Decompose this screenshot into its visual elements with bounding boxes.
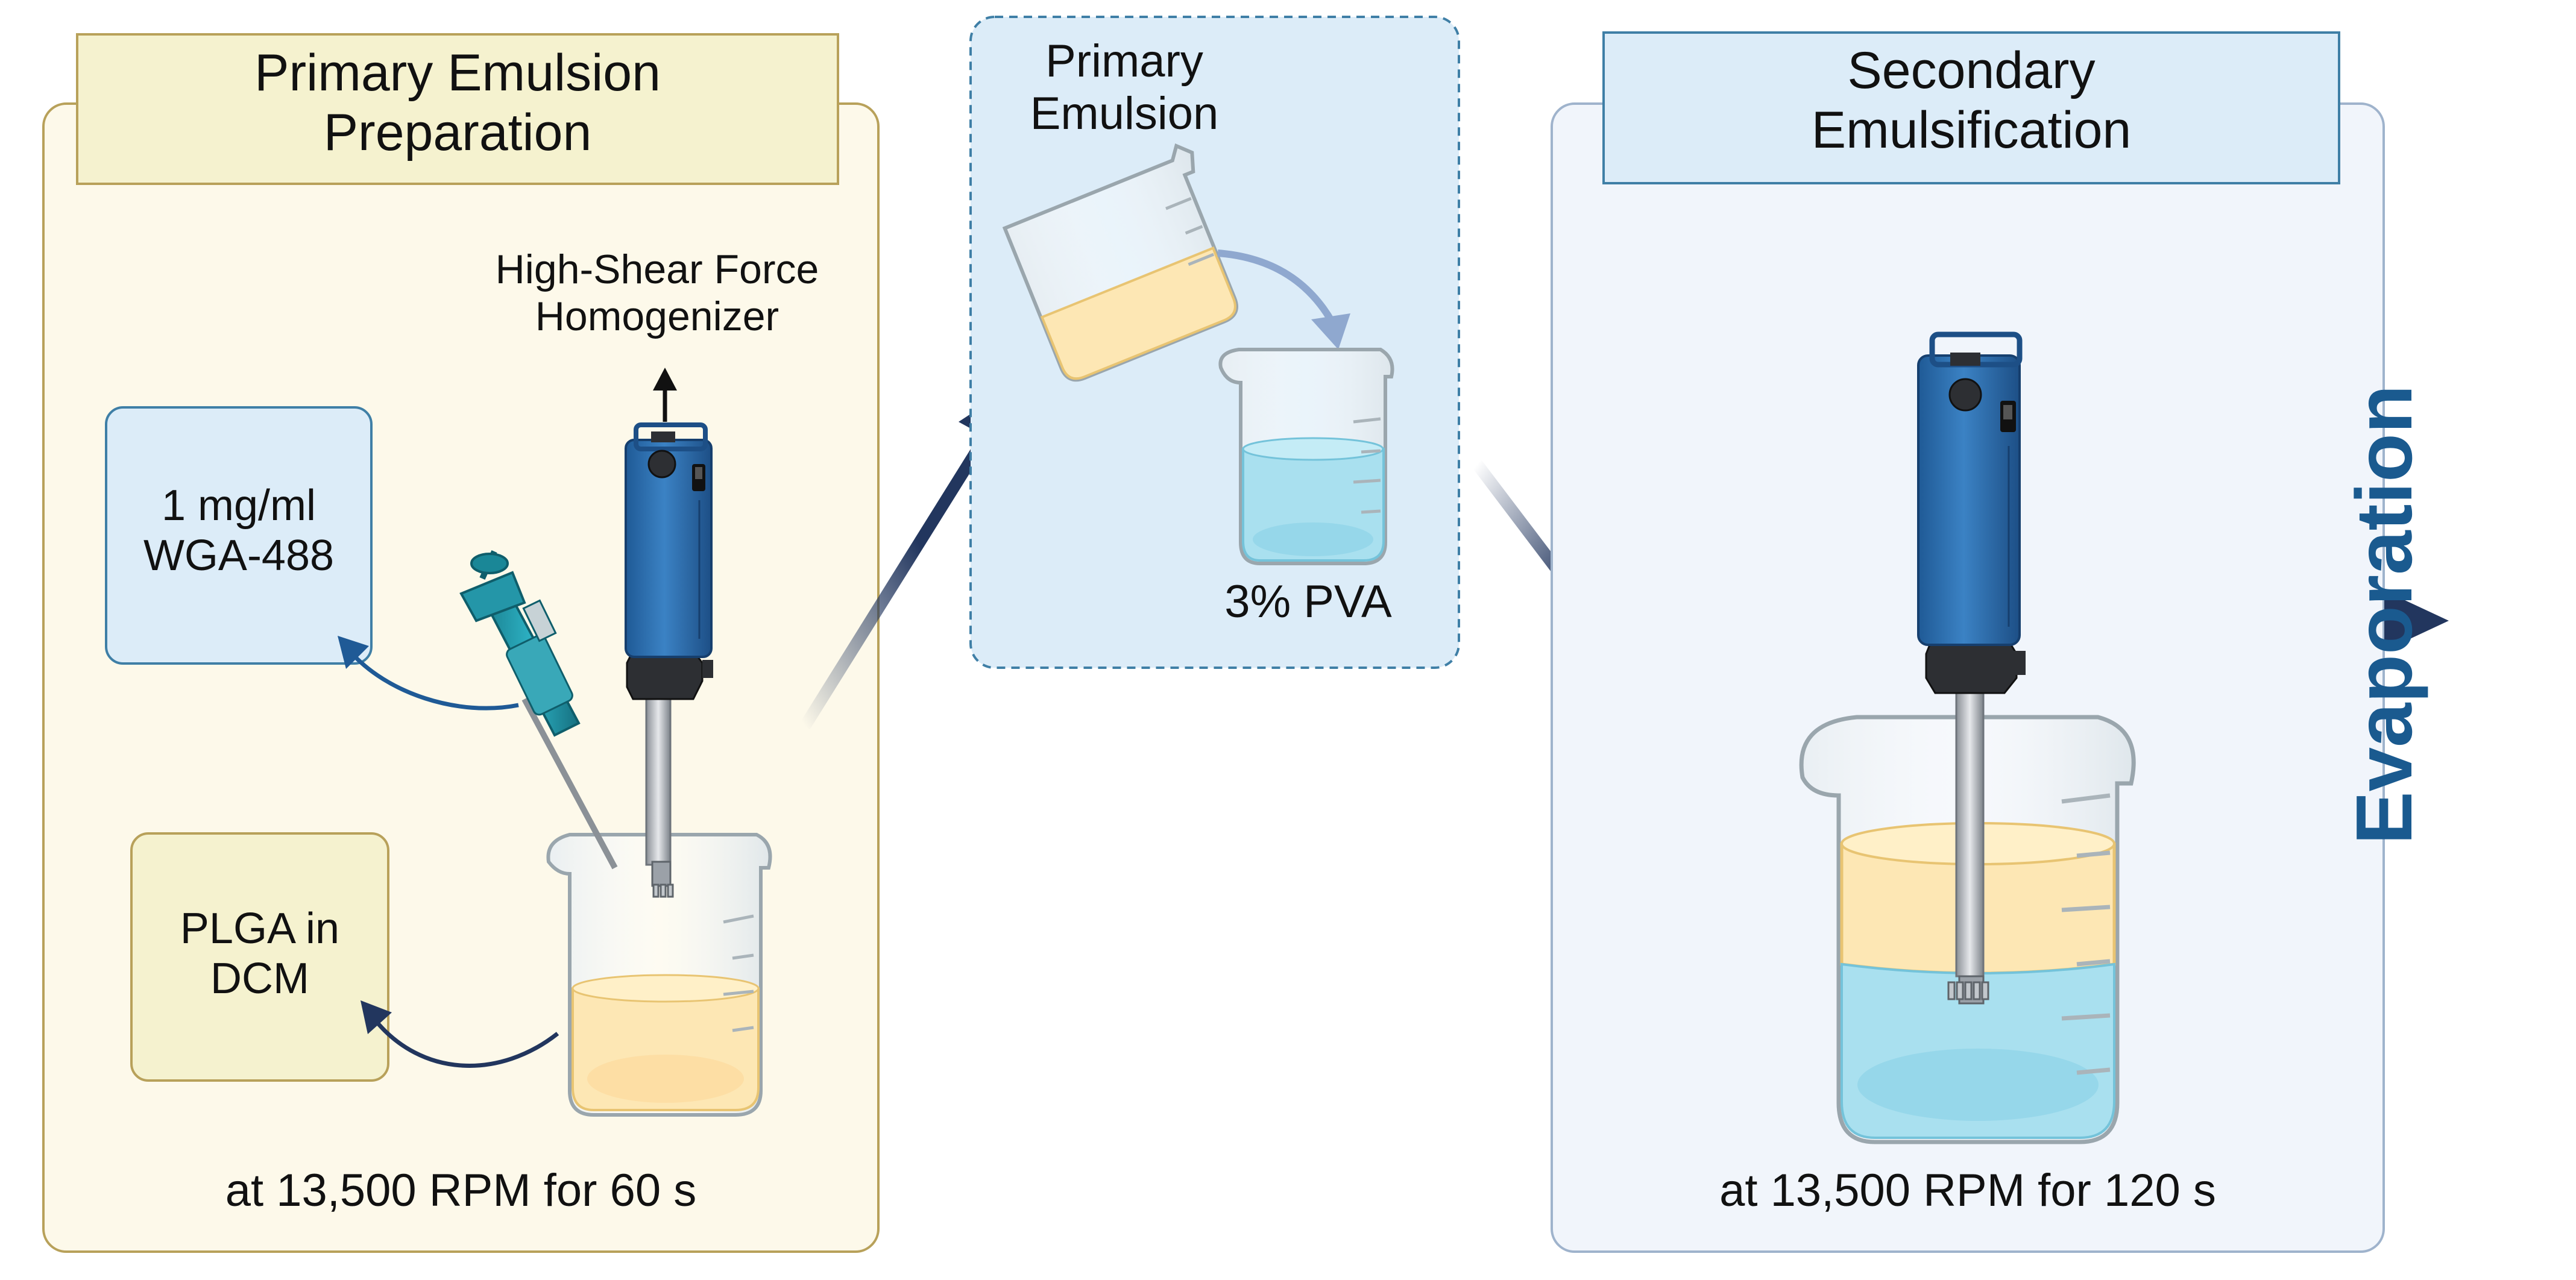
middle-panel-title-line2: Emulsion [1030, 88, 1219, 140]
left-panel-title-box [76, 33, 839, 185]
left-panel-title-line2: Preparation [323, 103, 592, 162]
middle-panel-title: Primary Emulsion [989, 35, 1260, 140]
plga-arrowhead [361, 1000, 392, 1034]
pipette-to-wga-arrow [348, 649, 519, 711]
plga-label-line1: PLGA in [180, 905, 340, 953]
pour-arrowhead [1311, 313, 1350, 350]
pva-beaker [1218, 348, 1394, 565]
right-panel-title-box [1602, 31, 2340, 184]
plga-label-box [130, 832, 389, 1082]
beaker-to-plga-arrow [372, 1017, 559, 1068]
micropipette [459, 550, 618, 870]
right-panel-title-line2: Emulsification [1811, 101, 2132, 159]
right-panel-title-line1: Secondary [1847, 42, 2096, 99]
flow-arrow-3 [2237, 591, 2449, 651]
pouring-beaker [1002, 143, 1238, 382]
wga-arrowhead [338, 636, 369, 669]
wga-label-line1: 1 mg/ml [161, 482, 316, 530]
right-panel [1551, 31, 2385, 1253]
homogenizer-large [1917, 331, 2026, 1005]
left-panel-title: Primary Emulsion Preparation [77, 43, 838, 163]
evaporation-label: Evaporation [2340, 384, 2428, 845]
left-panel [42, 33, 880, 1253]
middle-panel [969, 16, 1460, 669]
middle-panel-title-line1: Primary [1045, 36, 1203, 87]
plga-label-line2: DCM [210, 954, 309, 1003]
pour-arrow [1217, 249, 1336, 324]
homogenizer-label-line2: Homogenizer [535, 293, 779, 340]
wga-label-line2: WGA-488 [143, 531, 335, 580]
left-condition-label: at 13,500 RPM for 60 s [225, 1165, 697, 1216]
homogenizer-label-line1: High-Shear Force [495, 246, 819, 292]
right-panel-title: Secondary Emulsification [1604, 41, 2339, 160]
beaker-small [546, 833, 772, 1117]
wga-label: 1 mg/ml WGA-488 [106, 481, 371, 581]
homogenizer-label: High-Shear Force Homogenizer [464, 246, 850, 340]
homogenizer-up-arrowhead [653, 368, 677, 391]
pva-label: 3% PVA [1224, 576, 1392, 627]
homogenizer-small [625, 422, 713, 898]
right-condition-label: at 13,500 RPM for 120 s [1719, 1165, 2216, 1216]
plga-label: PLGA in DCM [131, 904, 388, 1004]
left-panel-title-line1: Primary Emulsion [254, 44, 661, 102]
wga-label-box [105, 406, 373, 665]
